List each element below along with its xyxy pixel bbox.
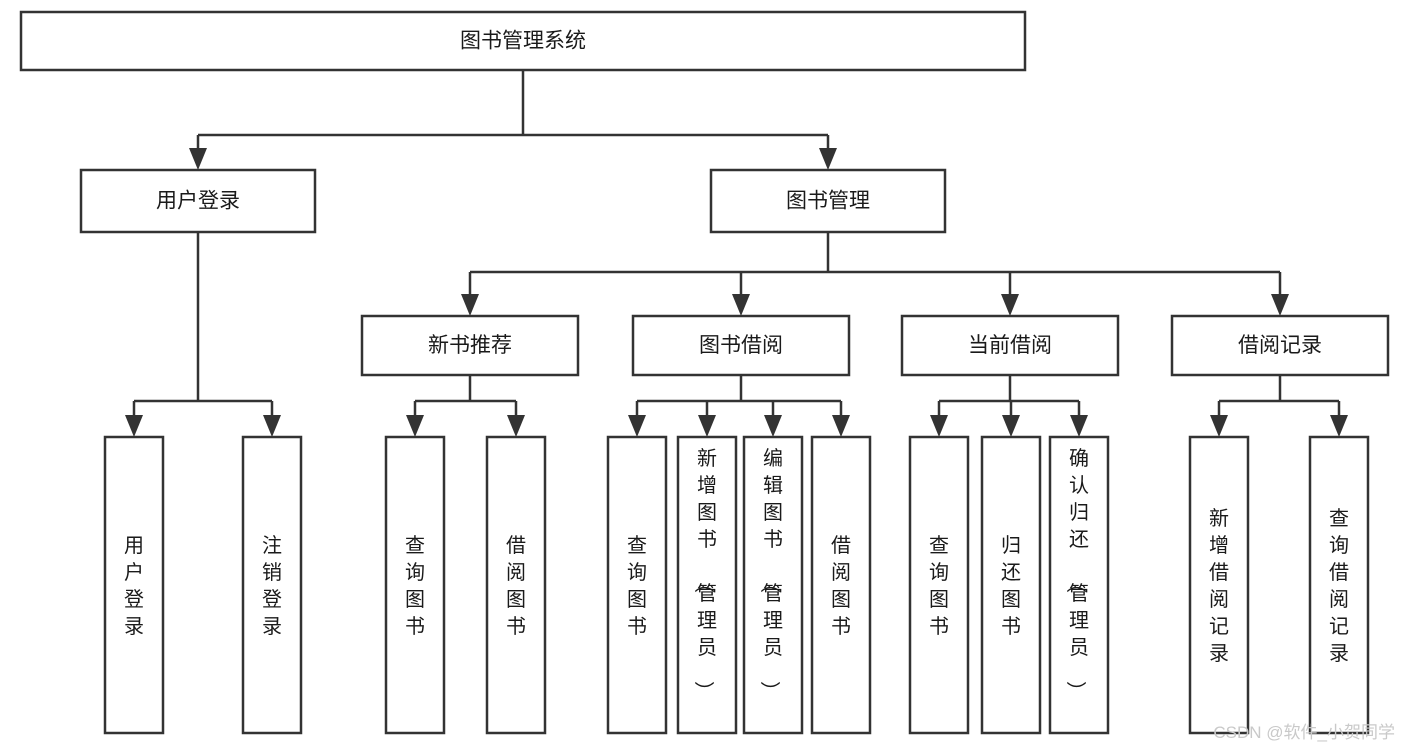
edge-layer bbox=[125, 70, 1348, 437]
level2-node-box[interactable] bbox=[709, 168, 947, 234]
leaf-box[interactable] bbox=[1048, 435, 1110, 735]
level3-node-新书推荐[interactable]: 新书推荐 bbox=[360, 314, 580, 377]
level3-node-label: 借阅记录 bbox=[1238, 334, 1322, 357]
leaf-label: 确认归还（管理员） bbox=[1064, 447, 1089, 701]
arrow-head bbox=[1271, 294, 1289, 316]
arrow-head bbox=[1330, 415, 1348, 437]
level2-node-label: 用户登录 bbox=[156, 190, 240, 213]
leaf-label: 编辑图书（管理员） bbox=[758, 447, 783, 701]
level2-node-图书管理[interactable]: 图书管理 bbox=[709, 168, 947, 234]
leaf-node-借阅图书[interactable]: 借阅图书 bbox=[810, 435, 872, 735]
leaf-box[interactable] bbox=[1308, 435, 1370, 735]
arrow-head bbox=[263, 415, 281, 437]
leaf-label: 归还图书 bbox=[1001, 534, 1021, 638]
arrow-head bbox=[732, 294, 750, 316]
leaf-box[interactable] bbox=[485, 435, 547, 735]
level2-node-box[interactable] bbox=[79, 168, 317, 234]
level3-node-借阅记录[interactable]: 借阅记录 bbox=[1170, 314, 1390, 377]
leaf-node-归还图书[interactable]: 归还图书 bbox=[980, 435, 1042, 735]
leaf-node-编辑图书管理员[interactable]: 编辑图书（管理员） bbox=[742, 435, 804, 735]
arrow-head bbox=[764, 415, 782, 437]
leaf-box[interactable] bbox=[908, 435, 970, 735]
leaf-label: 新增借阅记录 bbox=[1209, 507, 1229, 665]
arrow-head bbox=[507, 415, 525, 437]
leaf-label: 借阅图书 bbox=[831, 534, 851, 638]
leaf-node-用户登录[interactable]: 用户登录 bbox=[103, 435, 165, 735]
leaf-label: 查询图书 bbox=[405, 534, 425, 638]
root-node-box[interactable] bbox=[19, 10, 1027, 72]
leaf-label: 注销登录 bbox=[262, 534, 282, 638]
level3-node-label: 图书借阅 bbox=[699, 334, 783, 357]
leaf-node-新增图书管理员[interactable]: 新增图书（管理员） bbox=[676, 435, 738, 735]
leaf-node-查询图书[interactable]: 查询图书 bbox=[384, 435, 446, 735]
arrow-head bbox=[406, 415, 424, 437]
leaf-box[interactable] bbox=[742, 435, 804, 735]
leaf-node-确认归还管理员[interactable]: 确认归还（管理员） bbox=[1048, 435, 1110, 735]
leaf-box[interactable] bbox=[384, 435, 446, 735]
arrow-head bbox=[189, 148, 207, 170]
leaf-box[interactable] bbox=[810, 435, 872, 735]
leaf-box[interactable] bbox=[1188, 435, 1250, 735]
level3-node-当前借阅[interactable]: 当前借阅 bbox=[900, 314, 1120, 377]
leaf-box[interactable] bbox=[676, 435, 738, 735]
arrow-head bbox=[461, 294, 479, 316]
node-layer: 图书管理系统用户登录图书管理新书推荐图书借阅当前借阅借阅记录用户登录注销登录查询… bbox=[19, 10, 1390, 735]
leaf-node-新增借阅记录[interactable]: 新增借阅记录 bbox=[1188, 435, 1250, 735]
arrow-head bbox=[698, 415, 716, 437]
leaf-node-注销登录[interactable]: 注销登录 bbox=[241, 435, 303, 735]
leaf-label: 查询图书 bbox=[929, 534, 949, 638]
level3-node-label: 当前借阅 bbox=[968, 334, 1052, 357]
leaf-box[interactable] bbox=[980, 435, 1042, 735]
level2-node-用户登录[interactable]: 用户登录 bbox=[79, 168, 317, 234]
arrow-head bbox=[819, 148, 837, 170]
arrow-head bbox=[832, 415, 850, 437]
leaf-label: 新增图书（管理员） bbox=[692, 447, 717, 701]
level3-node-box[interactable] bbox=[1170, 314, 1390, 377]
leaf-label: 用户登录 bbox=[124, 535, 144, 638]
leaf-node-查询图书[interactable]: 查询图书 bbox=[908, 435, 970, 735]
level3-node-图书借阅[interactable]: 图书借阅 bbox=[631, 314, 851, 377]
level3-node-box[interactable] bbox=[360, 314, 580, 377]
arrow-head bbox=[1002, 415, 1020, 437]
leaf-box[interactable] bbox=[606, 435, 668, 735]
arrow-head bbox=[1070, 415, 1088, 437]
leaf-box[interactable] bbox=[241, 435, 303, 735]
level3-node-box[interactable] bbox=[631, 314, 851, 377]
level3-node-label: 新书推荐 bbox=[428, 334, 512, 357]
arrow-head bbox=[1001, 294, 1019, 316]
level3-node-box[interactable] bbox=[900, 314, 1120, 377]
root-node-label: 图书管理系统 bbox=[460, 30, 586, 53]
leaf-label: 查询借阅记录 bbox=[1329, 507, 1349, 665]
leaf-node-查询借阅记录[interactable]: 查询借阅记录 bbox=[1308, 435, 1370, 735]
leaf-label: 借阅图书 bbox=[506, 534, 526, 638]
arrow-head bbox=[628, 415, 646, 437]
leaf-label: 查询图书 bbox=[627, 534, 647, 638]
arrow-head bbox=[1210, 415, 1228, 437]
arrow-head bbox=[125, 415, 143, 437]
level2-node-label: 图书管理 bbox=[786, 190, 870, 213]
arrow-head bbox=[930, 415, 948, 437]
leaf-node-查询图书[interactable]: 查询图书 bbox=[606, 435, 668, 735]
root-node-图书管理系统[interactable]: 图书管理系统 bbox=[19, 10, 1027, 72]
leaf-node-借阅图书[interactable]: 借阅图书 bbox=[485, 435, 547, 735]
leaf-box[interactable] bbox=[103, 435, 165, 735]
